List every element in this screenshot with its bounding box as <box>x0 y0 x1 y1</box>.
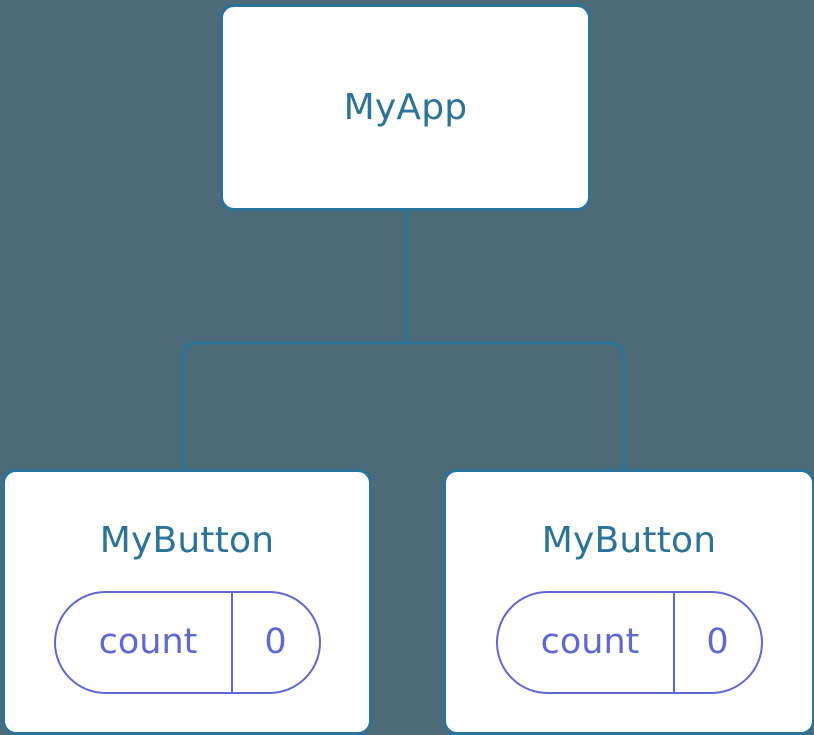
node-myapp[interactable]: MyApp <box>220 4 591 211</box>
state-key: count <box>98 622 198 662</box>
state-pill[interactable]: count 0 <box>495 591 763 694</box>
node-mybutton-left[interactable]: MyButton count 0 <box>2 469 372 735</box>
node-mybutton-right[interactable]: MyButton count 0 <box>443 469 814 735</box>
node-title: MyButton <box>99 520 275 561</box>
node-title: MyApp <box>343 86 468 128</box>
state-key: count <box>540 622 640 662</box>
state-pill[interactable]: count 0 <box>53 591 321 694</box>
state-value: 0 <box>230 593 319 692</box>
connector-branch-right <box>406 341 626 470</box>
node-title: MyButton <box>541 520 717 561</box>
state-value: 0 <box>672 593 761 692</box>
connector-branch-left <box>181 341 406 470</box>
